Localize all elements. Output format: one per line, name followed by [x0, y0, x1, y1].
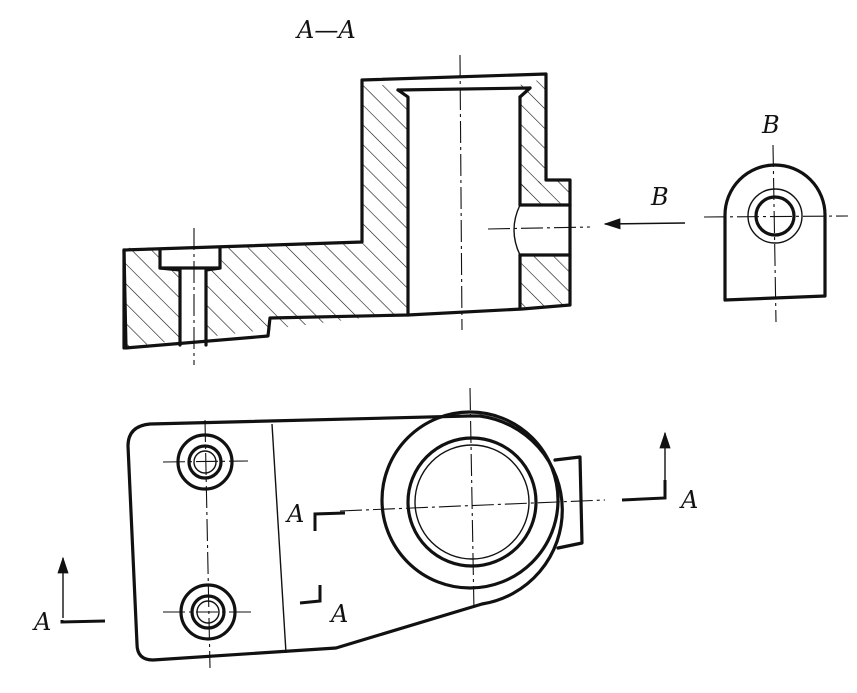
view-b-arrow	[603, 218, 686, 230]
section-outline	[122, 72, 572, 350]
cut-label-left-bottom: A	[32, 608, 51, 636]
cutting-plane-marks	[57, 431, 671, 624]
plan-view: A A A A	[32, 387, 698, 669]
cut-label-left-mid: A	[329, 600, 348, 628]
section-view-a-a: A—A	[122, 16, 686, 365]
section-title: A—A	[295, 16, 356, 44]
cut-label-mid: A	[285, 500, 304, 528]
arrow-b-label: B	[650, 183, 669, 211]
view-b-title: B	[761, 111, 780, 139]
view-b: B	[703, 111, 849, 323]
cut-label-right: A	[679, 486, 698, 514]
